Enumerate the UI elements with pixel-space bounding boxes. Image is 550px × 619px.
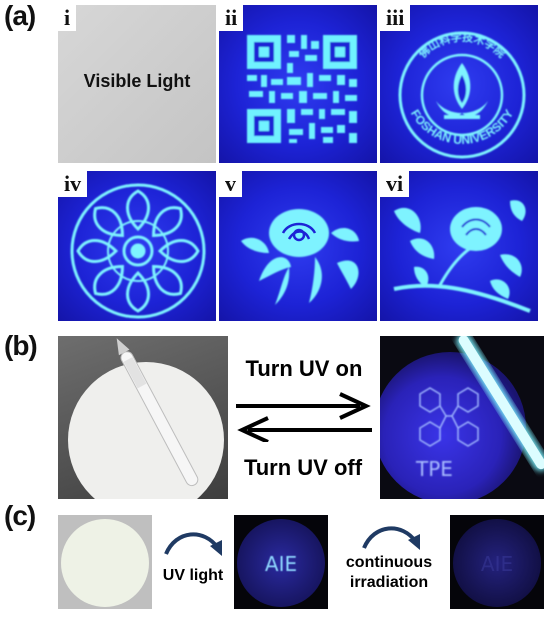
curved-arrow-2 (362, 526, 420, 550)
tile-ornament: iv (58, 171, 216, 321)
tile-i-sublabel: i (58, 5, 77, 31)
drawn-aie-text: AIE (265, 552, 297, 576)
turn-uv-off-label: Turn UV off (243, 455, 363, 480)
photo-paper-uv: TPE (380, 336, 544, 499)
continuous-label-line2: irradiation (349, 574, 429, 591)
faded-paper-illustration: AIE (453, 519, 541, 607)
continuous-label-line1: continuous (345, 554, 433, 571)
photo-aie-glow: AIE (234, 515, 328, 609)
photo-blank-paper (58, 515, 152, 609)
tile-rose: v (219, 171, 377, 321)
university-seal-logo: 佛山科学技术学院 FOSHAN UNIVERSITY (398, 30, 526, 159)
rose-pattern (241, 209, 359, 305)
seal-english-text: FOSHAN UNIVERSITY (408, 107, 516, 147)
uv-paper-illustration: TPE (380, 336, 544, 499)
drawn-tpe-text: TPE (415, 457, 453, 481)
photo-faded-paper: AIE (450, 515, 544, 609)
ornament-pattern (70, 183, 206, 319)
turn-uv-on-label: Turn UV on (245, 356, 363, 381)
uv-light-label: UV light (162, 567, 224, 584)
svg-text:FOSHAN UNIVERSITY: FOSHAN UNIVERSITY (408, 107, 516, 147)
curved-arrow-1 (164, 532, 222, 556)
peony-pattern (393, 200, 531, 313)
tile-visible-light: i Visible Light (58, 5, 216, 163)
equilibrium-arrows (236, 392, 372, 442)
photo-paper-visible (58, 336, 228, 499)
tile-university-seal: 佛山科学技术学院 FOSHAN UNIVERSITY iii (380, 5, 538, 163)
tile-v-sublabel: v (219, 171, 242, 197)
tile-iv-sublabel: iv (58, 171, 88, 197)
faded-aie-text: AIE (481, 552, 513, 576)
panel-b-label: (b) (4, 330, 38, 361)
visible-light-text: Visible Light (83, 71, 191, 91)
qr-code-image (247, 35, 357, 143)
tile-peony: vi (380, 171, 538, 321)
panel-c-label: (c) (4, 500, 36, 531)
blank-paper-illustration (61, 519, 149, 607)
paper-and-pen-illustration (68, 338, 224, 499)
continuous-irradiation-label: continuous irradiation (332, 553, 446, 593)
tile-vi-sublabel: vi (380, 171, 410, 197)
aie-glow-illustration: AIE (237, 519, 325, 607)
tile-iii-sublabel: iii (380, 5, 411, 31)
tile-qr-code: ii (219, 5, 377, 163)
tile-ii-sublabel: ii (219, 5, 244, 31)
panel-a-label: (a) (4, 0, 36, 31)
